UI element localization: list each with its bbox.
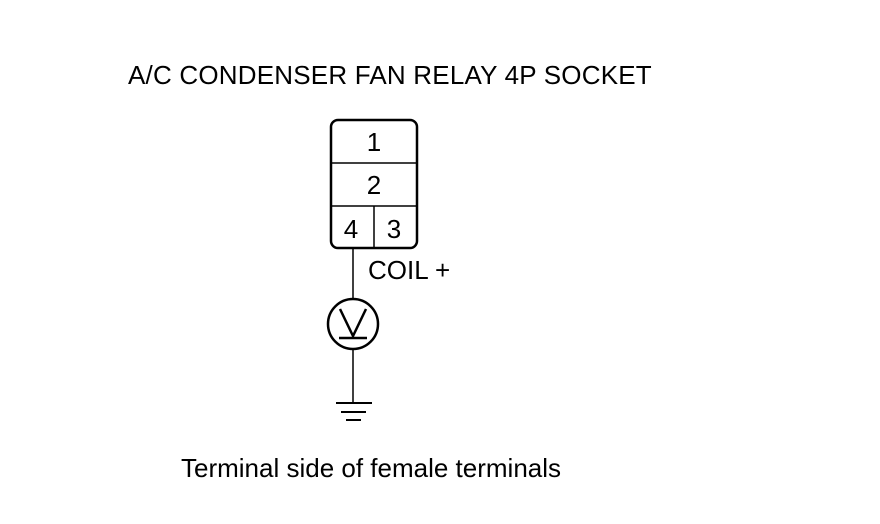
voltmeter-circle	[326, 297, 380, 351]
voltmeter-icon	[326, 297, 380, 351]
terminal-2-label: 2	[367, 170, 381, 200]
terminal-1-label: 1	[367, 127, 381, 157]
terminal-3-label: 3	[387, 214, 401, 244]
voltmeter-v-glyph	[338, 308, 368, 339]
relay-socket-connector: 1 2 4 3	[329, 118, 419, 250]
ground-icon	[336, 402, 372, 421]
diagram-caption: Terminal side of female terminals	[181, 453, 562, 483]
probe-label: COIL +	[368, 255, 450, 285]
diagram-title: A/C CONDENSER FAN RELAY 4P SOCKET	[128, 60, 652, 90]
terminal-4-label: 4	[344, 214, 358, 244]
